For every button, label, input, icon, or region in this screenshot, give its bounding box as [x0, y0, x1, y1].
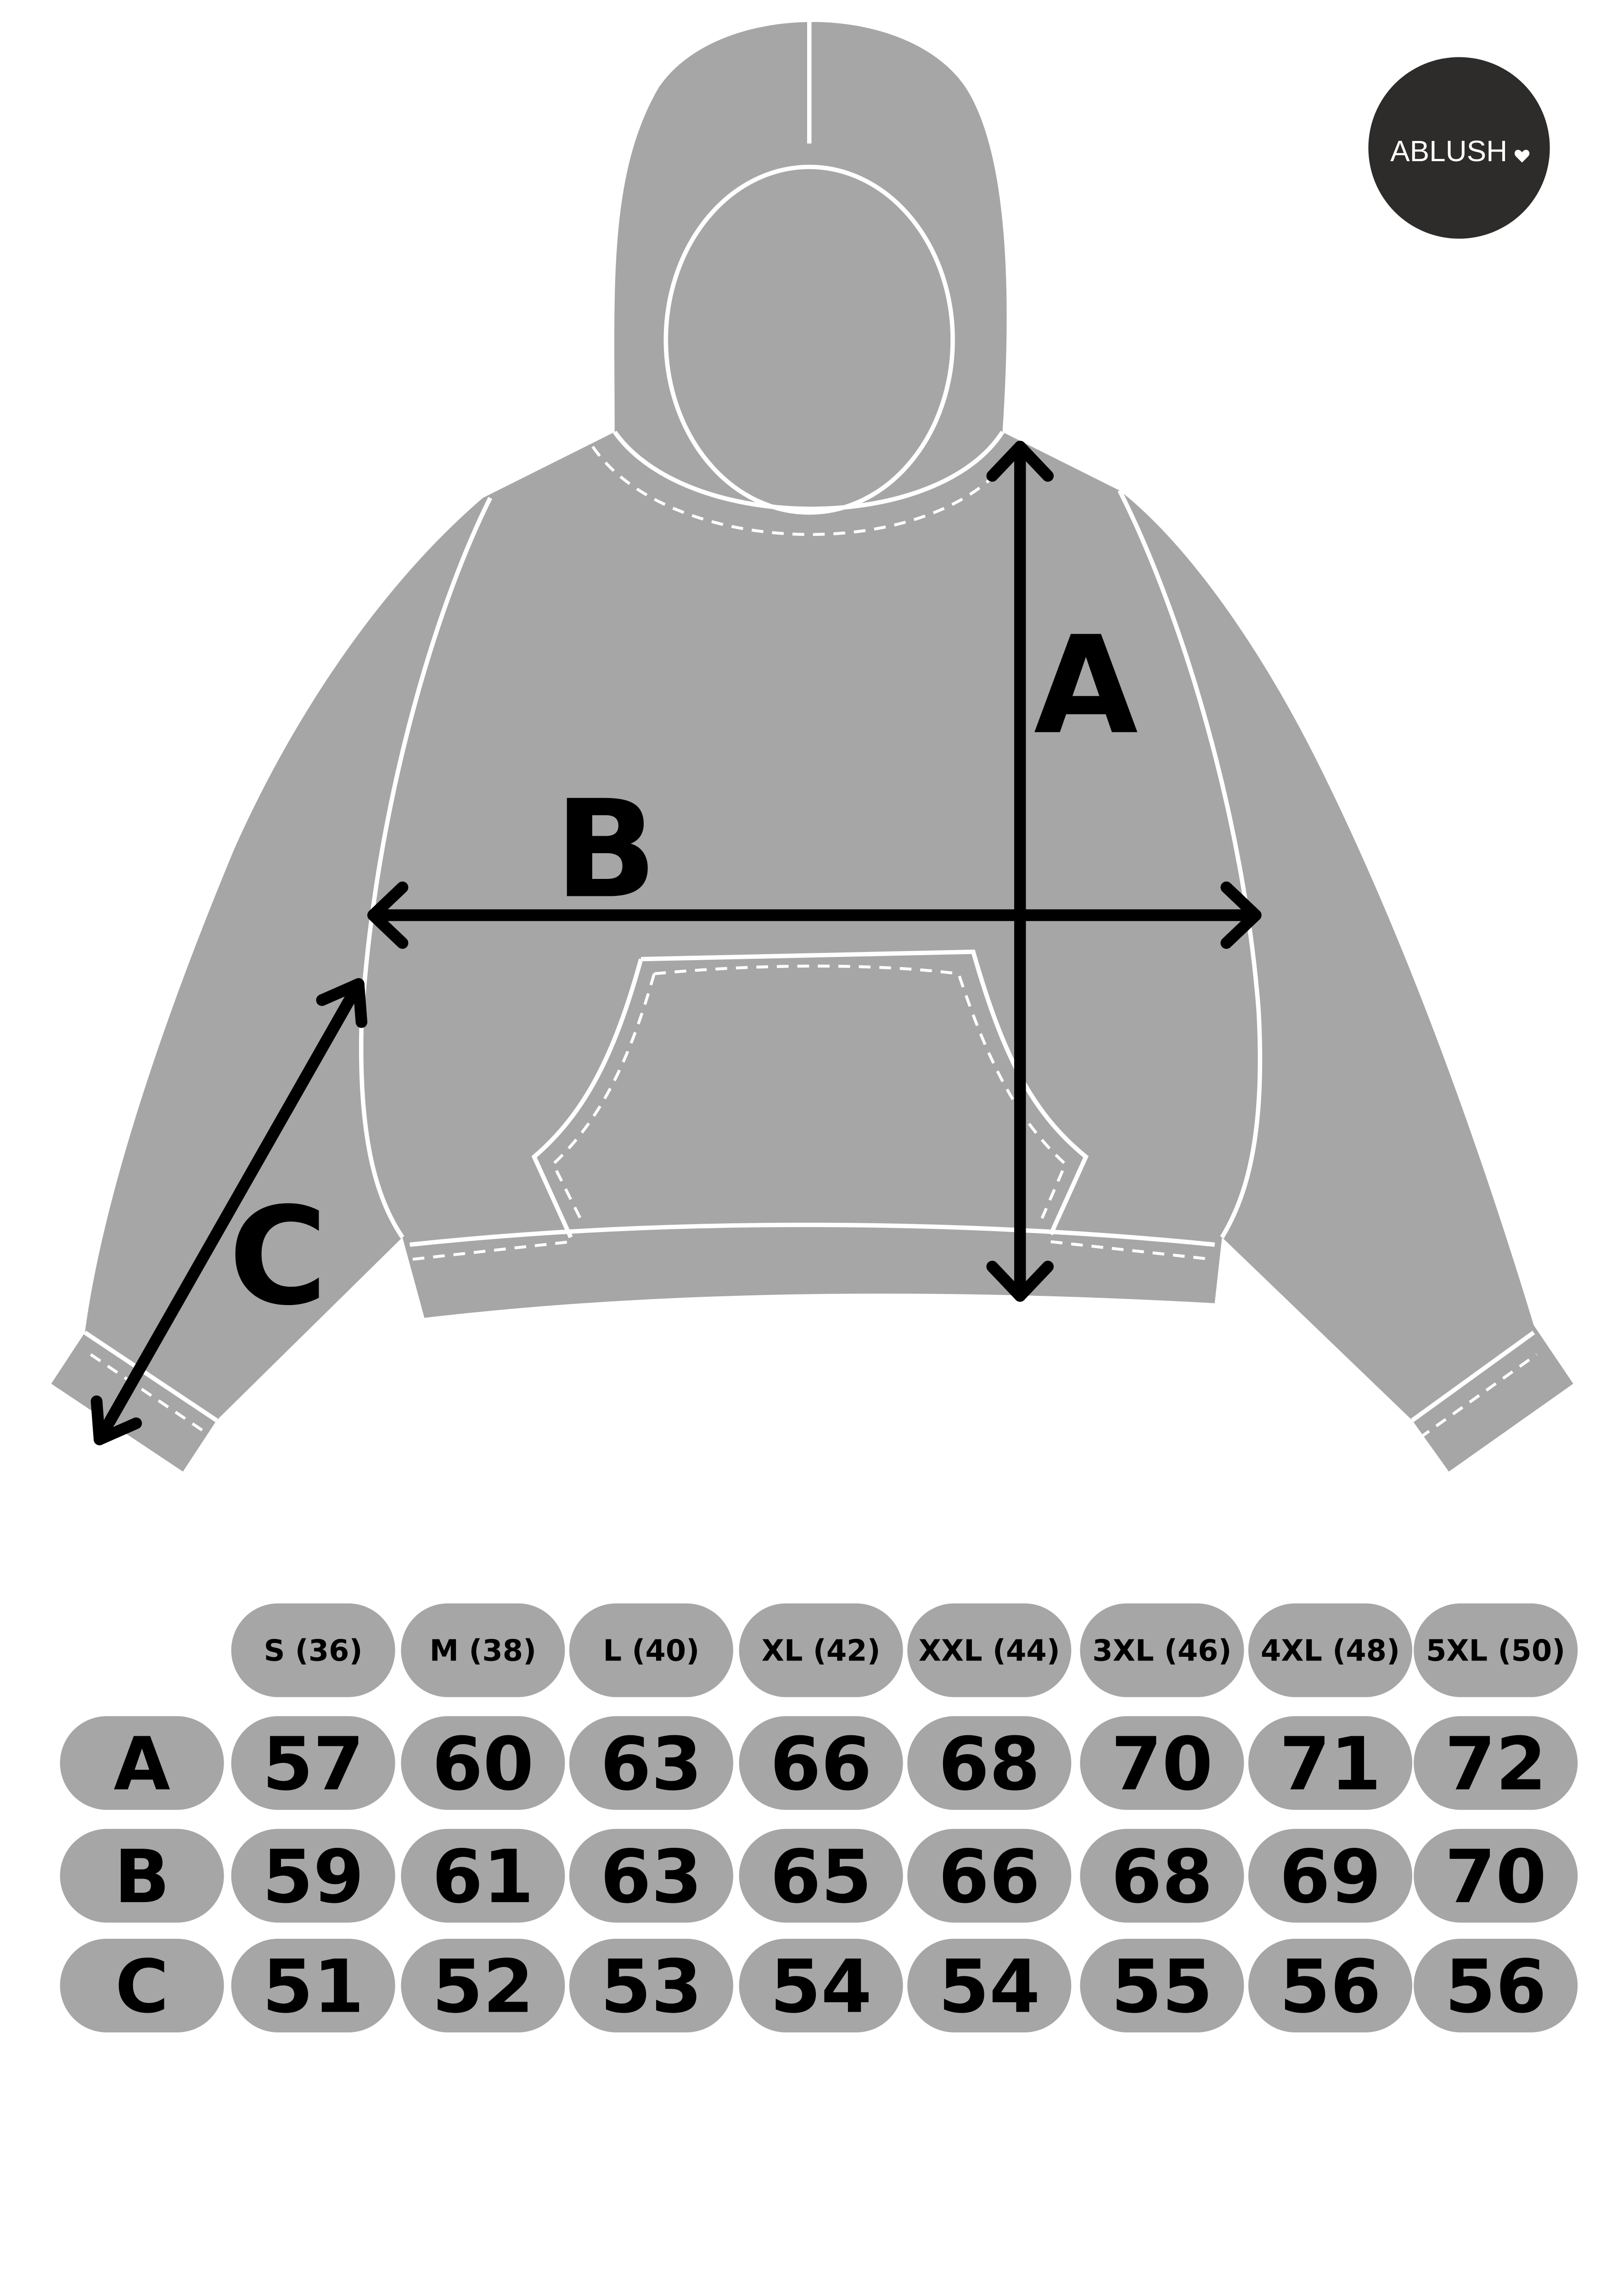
table-cell: 65 — [739, 1829, 903, 1923]
table-cell-text: 63 — [601, 1834, 702, 1919]
table-cell: 69 — [1248, 1829, 1412, 1923]
table-cell-text: 66 — [938, 1834, 1040, 1919]
table-cell-text: 66 — [770, 1722, 872, 1807]
heart-icon — [1514, 150, 1530, 163]
row-label-text: A — [114, 1722, 170, 1807]
table-cell-text: 68 — [938, 1722, 1040, 1807]
table-cell-text: 70 — [1445, 1834, 1547, 1919]
brand-logo: ABLUSH — [1368, 57, 1550, 239]
table-cell-text: 60 — [432, 1722, 534, 1807]
table-cell-text: 69 — [1280, 1834, 1382, 1919]
table-cell: 66 — [739, 1716, 903, 1810]
row-label-text: C — [115, 1944, 169, 2029]
table-cell-text: 51 — [262, 1944, 364, 2029]
table-cell: 63 — [569, 1829, 733, 1923]
table-cell: 66 — [907, 1829, 1072, 1923]
table-cell-text: 71 — [1280, 1722, 1382, 1807]
row-label: B — [60, 1829, 224, 1923]
table-cell: 54 — [907, 1938, 1072, 2033]
table-cell-text: 54 — [770, 1944, 872, 2029]
table-cell: 63 — [569, 1716, 733, 1810]
table-cell: 70 — [1080, 1716, 1244, 1810]
table-cell: 53 — [569, 1938, 733, 2033]
label-c: C — [229, 1179, 327, 1335]
table-cell: 68 — [907, 1716, 1072, 1810]
size-header-text: XXL (44) — [919, 1634, 1060, 1668]
arrow-c — [90, 978, 368, 1446]
table-cell-text: 70 — [1111, 1722, 1213, 1807]
table-cell-text: 55 — [1111, 1944, 1213, 2029]
size-header: 5XL (50) — [1414, 1603, 1578, 1697]
table-cell-text: 61 — [432, 1834, 534, 1919]
size-header: 3XL (46) — [1080, 1603, 1244, 1697]
label-b: B — [555, 771, 657, 928]
table-cell-text: 52 — [432, 1944, 534, 2029]
table-cell: 52 — [401, 1938, 565, 2033]
measurement-arrows — [90, 440, 1262, 1446]
table-cell-text: 53 — [601, 1944, 702, 2029]
logo-text: ABLUSH — [1390, 135, 1507, 168]
size-header: L (40) — [569, 1603, 733, 1697]
size-table: S (36) M (38) L (40) XL (42) XXL (44) 3XL (46… — [60, 1603, 1578, 2033]
row-label: C — [60, 1938, 224, 2033]
size-header-text: XL (42) — [762, 1634, 881, 1668]
size-header: XL (42) — [739, 1603, 903, 1697]
size-header-text: M (38) — [430, 1634, 537, 1668]
table-cell: 56 — [1414, 1938, 1578, 2033]
table-cell: 72 — [1414, 1716, 1578, 1810]
row-label: A — [60, 1716, 224, 1810]
table-cell-text: 68 — [1111, 1834, 1213, 1919]
table-cell: 68 — [1080, 1829, 1244, 1923]
table-cell-text: 57 — [262, 1722, 364, 1807]
table-cell-text: 63 — [601, 1722, 702, 1807]
table-cell: 61 — [401, 1829, 565, 1923]
hoodie-illustration — [51, 0, 1573, 1472]
size-header: 4XL (48) — [1248, 1603, 1412, 1697]
size-header-text: 4XL (48) — [1261, 1634, 1400, 1668]
table-cell: 59 — [231, 1829, 395, 1923]
table-cell-text: 56 — [1445, 1944, 1547, 2029]
label-a: A — [1034, 608, 1139, 764]
table-cell: 55 — [1080, 1938, 1244, 2033]
table-cell: 60 — [401, 1716, 565, 1810]
table-cell-text: 56 — [1280, 1944, 1382, 2029]
table-cell-text: 65 — [770, 1834, 872, 1919]
table-cell: 71 — [1248, 1716, 1412, 1810]
table-cell-text: 59 — [262, 1834, 364, 1919]
size-header-text: 3XL (46) — [1092, 1634, 1231, 1668]
table-cell-text: 72 — [1445, 1722, 1547, 1807]
size-header: S (36) — [231, 1603, 395, 1697]
table-cell: 57 — [231, 1716, 395, 1810]
arrow-a — [986, 440, 1054, 1302]
size-header: M (38) — [401, 1603, 565, 1697]
table-cell: 51 — [231, 1938, 395, 2033]
table-cell: 54 — [739, 1938, 903, 2033]
table-cell-text: 54 — [938, 1944, 1040, 2029]
table-cell: 70 — [1414, 1829, 1578, 1923]
size-header-text: S (36) — [264, 1634, 363, 1668]
size-header-text: 5XL (50) — [1426, 1634, 1565, 1668]
row-label-text: B — [114, 1834, 169, 1919]
size-header: XXL (44) — [907, 1603, 1072, 1697]
arrow-b — [367, 881, 1262, 949]
size-header-text: L (40) — [603, 1634, 700, 1668]
table-cell: 56 — [1248, 1938, 1412, 2033]
